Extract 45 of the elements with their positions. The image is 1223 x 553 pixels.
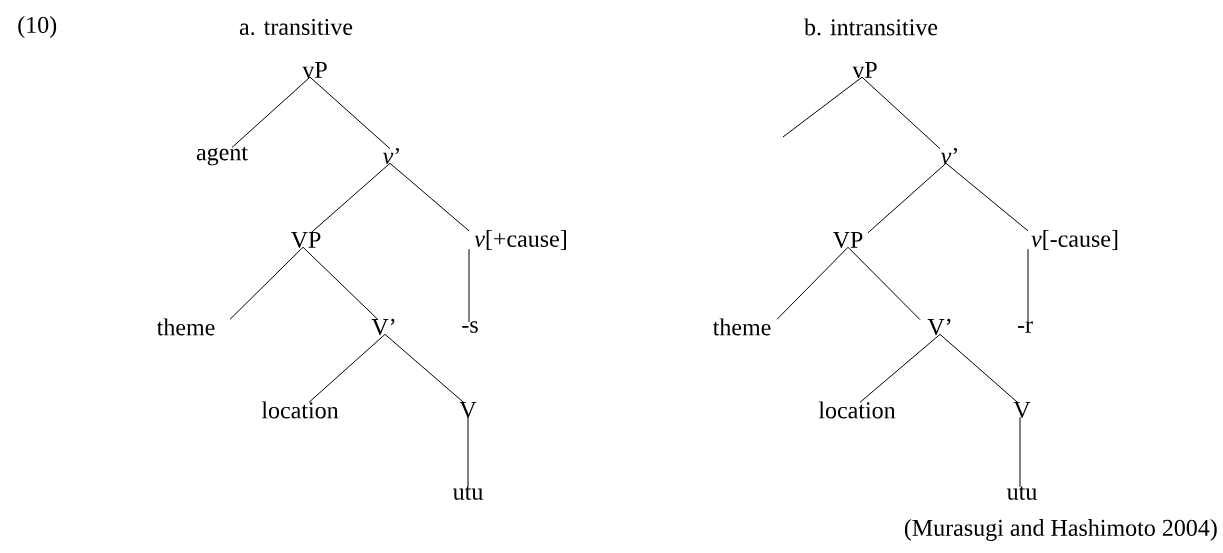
tree-branch: [310, 162, 391, 234]
tree-branch: [389, 162, 470, 232]
tree-branch: [847, 246, 921, 321]
tree-node-label: location: [818, 401, 896, 419]
tree-node-label: -s: [462, 321, 478, 333]
tree-branch: [782, 76, 863, 138]
tree-node-label: v[+cause]: [474, 230, 566, 250]
tree-node-label: V’: [371, 318, 395, 336]
tree-node-label: agent: [196, 146, 248, 166]
tree-branch: [945, 162, 1029, 232]
tree-branch: [229, 246, 304, 320]
tree-node-label: utu: [1007, 486, 1037, 500]
tree-branch: [309, 76, 391, 150]
tree-branch: [231, 76, 311, 148]
tree-branch: [939, 333, 1019, 404]
tree-branch: [1027, 248, 1029, 323]
citation: (Murasugi and Hashimoto 2004): [904, 519, 1217, 541]
tree-heading: b. intransitive: [804, 18, 938, 36]
tree-branch: [467, 416, 469, 488]
tree-node-label: V’: [927, 318, 951, 336]
tree-node-label: v[-cause]: [1031, 230, 1118, 250]
tree-node-label: VP: [290, 231, 321, 249]
tree-node-label: v’: [941, 147, 957, 165]
tree-branch: [384, 333, 465, 404]
tree-node-label: theme: [712, 318, 771, 336]
tree-branch: [776, 246, 849, 320]
tree-node-label: theme: [156, 318, 215, 336]
tree-node-label: vP: [852, 62, 877, 78]
tree-node-label: V: [459, 401, 477, 419]
tree-branch: [1019, 416, 1021, 488]
tree-node-label: VP: [832, 231, 863, 249]
tree-node-label: location: [261, 401, 339, 419]
tree-branch: [302, 246, 379, 321]
tree-node-label: vP: [302, 62, 327, 78]
tree-node-label: -r: [1017, 321, 1033, 333]
tree-branch: [861, 76, 941, 150]
tree-branch: [867, 162, 947, 234]
label-number: (10): [18, 16, 57, 38]
tree-branch: [308, 333, 386, 403]
tree-node-label: v’: [383, 147, 399, 165]
tree-heading: a. transitive: [239, 18, 353, 36]
tree-branch: [468, 248, 470, 323]
tree-node-label: V: [1013, 401, 1031, 419]
tree-branch: [859, 333, 941, 403]
tree-node-label: utu: [453, 486, 483, 500]
